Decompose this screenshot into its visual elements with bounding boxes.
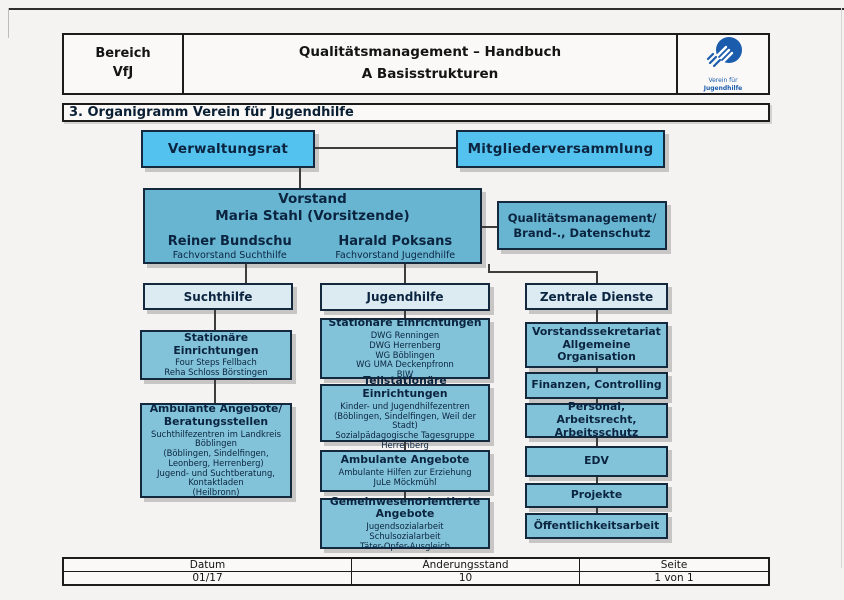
footer-value-row: 01/17 10 1 von 1: [64, 572, 768, 584]
connector-zentrale-5: [596, 477, 598, 483]
footer-header-row: Datum Änderungsstand Seite: [64, 559, 768, 572]
footer-label-datum: Datum: [64, 559, 352, 571]
logo-caption: Verein für Jugendhilfe: [704, 77, 743, 92]
vorstand-right-name: Harald Poksans: [338, 233, 453, 249]
document-title: Qualitätsmanagement – Handbuch A Basisst…: [184, 35, 676, 93]
box-verwaltungsrat: Verwaltungsrat: [141, 130, 315, 168]
connector-vorstand-qm: [482, 226, 497, 228]
logo-caption-line1: Verein für: [708, 77, 738, 84]
connector-jugendhilfe-4: [404, 492, 406, 498]
connector-zentrale-2: [596, 368, 598, 372]
vfj-logo-icon: [700, 36, 746, 76]
box-qualitaetsmanagement-label: Qualitätsmanagement/ Brand-., Datenschut…: [507, 211, 657, 240]
box-title: Finanzen, Controlling: [531, 378, 662, 392]
connector-jugendhilfe-1: [404, 311, 406, 318]
vorstand-left-person: Reiner Bundschu Fachvorstand Suchthilfe: [147, 234, 313, 261]
connector-zentrale-6: [596, 508, 598, 513]
header-table: Bereich VfJ Qualitätsmanagement – Handbu…: [62, 33, 770, 95]
box-mitgliederversammlung: Mitgliederversammlung: [456, 130, 665, 168]
vorstand-left-role: Fachvorstand Suchthilfe: [172, 249, 287, 261]
org-box-edv: EDV: [525, 446, 668, 477]
org-box-personal-arbeitsrecht: Personal, Arbeitsrecht, Arbeitsschutz: [525, 400, 668, 439]
footer-value-seite: 1 von 1: [654, 572, 694, 584]
connector-vorstand-zentrale-v1: [488, 264, 490, 273]
connector-zentrale-4: [596, 438, 598, 446]
column-header-zentrale-dienste: Zentrale Dienste: [525, 283, 668, 310]
footer-value-aenderungsstand: 10: [352, 572, 580, 584]
document-title-line1: Qualitätsmanagement – Handbuch: [298, 44, 562, 61]
connector-jugendhilfe-3: [404, 442, 406, 450]
footer-label-seite: Seite: [660, 559, 688, 571]
document-title-line2: A Basisstrukturen: [361, 66, 499, 82]
box-verwaltungsrat-label: Verwaltungsrat: [167, 141, 289, 157]
logo-caption-line2: Jugendhilfe: [703, 84, 743, 92]
connector-zentrale-1: [596, 310, 598, 322]
box-title: Personal, Arbeitsrecht, Arbeitsschutz: [554, 400, 639, 439]
org-box-projekte: Projekte: [525, 483, 668, 508]
org-box-finanzen-controlling: Finanzen, Controlling: [525, 372, 668, 399]
box-title: Öffentlichkeitsarbeit: [533, 518, 660, 532]
org-box-jugendhilfe-ambulant: Ambulante Angebote Ambulante Hilfen zur …: [320, 450, 490, 492]
box-title: Stationäre Einrichtungen: [328, 316, 482, 330]
connector-vorstand-zentrale-h: [488, 271, 598, 273]
box-lines: Suchthilfezentren im Landkreis Böblingen…: [151, 428, 281, 498]
connector-vorstand-suchthilfe: [245, 264, 247, 283]
connector-vorstand-zentrale-v2: [596, 271, 598, 283]
org-box-suchthilfe-ambulant: Ambulante Angebote/ Beratungsstellen Suc…: [140, 402, 292, 498]
connector-zentrale-3: [596, 399, 598, 403]
connector-verwaltungsrat-vorstand: [299, 168, 301, 188]
section-title: 3. Organigramm Verein für Jugendhilfe: [69, 105, 354, 120]
box-title: Stationäre Einrichtungen: [173, 331, 259, 357]
vorstand-left-name: Reiner Bundschu: [167, 233, 292, 249]
footer-label-aenderungsstand: Änderungsstand: [352, 559, 580, 571]
bereich-value: VfJ: [112, 65, 134, 80]
section-title-bar: 3. Organigramm Verein für Jugendhilfe: [62, 103, 770, 122]
column-header-jugendhilfe-label: Jugendhilfe: [366, 290, 444, 304]
org-box-suchthilfe-stationaer: Stationäre Einrichtungen Four Steps Fell…: [140, 330, 292, 380]
box-title: Vorstandssekretariat Allgemeine Organisa…: [532, 324, 661, 364]
column-header-jugendhilfe: Jugendhilfe: [320, 283, 490, 311]
connector-top-horizontal: [315, 147, 456, 149]
org-box-oeffentlichkeitsarbeit: Öffentlichkeitsarbeit: [525, 513, 668, 539]
vorstand-right-role: Fachvorstand Jugendhilfe: [335, 249, 456, 261]
box-title: Projekte: [570, 488, 623, 502]
page-right-edge: [841, 8, 842, 568]
box-title: EDV: [584, 454, 609, 468]
box-qualitaetsmanagement: Qualitätsmanagement/ Brand-., Datenschut…: [497, 201, 667, 250]
connector-jugendhilfe-2: [404, 379, 406, 384]
column-header-suchthilfe-label: Suchthilfe: [183, 289, 253, 304]
box-vorstand: Vorstand Maria Stahl (Vorsitzende) Reine…: [143, 188, 482, 264]
column-header-zentrale-dienste-label: Zentrale Dienste: [539, 289, 654, 304]
footer-value-datum: 01/17: [64, 572, 352, 584]
bereich-label: Bereich: [95, 46, 151, 62]
logo-cell: Verein für Jugendhilfe: [676, 35, 768, 93]
bereich-cell: Bereich VfJ: [64, 35, 184, 93]
box-title: Gemeinwesenorientierte Angebote: [329, 494, 481, 521]
org-box-vorstandssekretariat: Vorstandssekretariat Allgemeine Organisa…: [525, 322, 668, 368]
footer-table: Datum Änderungsstand Seite 01/17 10 1 vo…: [62, 557, 770, 586]
vorstand-right-person: Harald Poksans Fachvorstand Jugendhilfe: [313, 234, 479, 261]
vorstand-chair: Maria Stahl (Vorsitzende): [215, 208, 410, 224]
connector-vorstand-jugendhilfe: [404, 264, 406, 283]
connector-suchthilfe-2: [214, 380, 216, 403]
column-header-suchthilfe: Suchthilfe: [143, 283, 293, 310]
box-title: Ambulante Angebote: [340, 453, 470, 467]
page-left-edge: [8, 8, 9, 38]
vorstand-title: Vorstand: [278, 191, 347, 208]
org-box-jugendhilfe-gemeinwesen: Gemeinwesenorientierte Angebote Jugendso…: [320, 494, 490, 551]
org-box-jugendhilfe-teilstationaer: Teilstationäre Einrichtungen Kinder- und…: [320, 374, 490, 450]
box-mitgliederversammlung-label: Mitgliederversammlung: [467, 141, 654, 157]
box-title: Teilstationäre Einrichtungen: [362, 374, 448, 401]
connector-suchthilfe-1: [214, 310, 216, 330]
box-title: Ambulante Angebote/ Beratungsstellen: [149, 402, 283, 428]
page-top-rule: [8, 8, 844, 10]
